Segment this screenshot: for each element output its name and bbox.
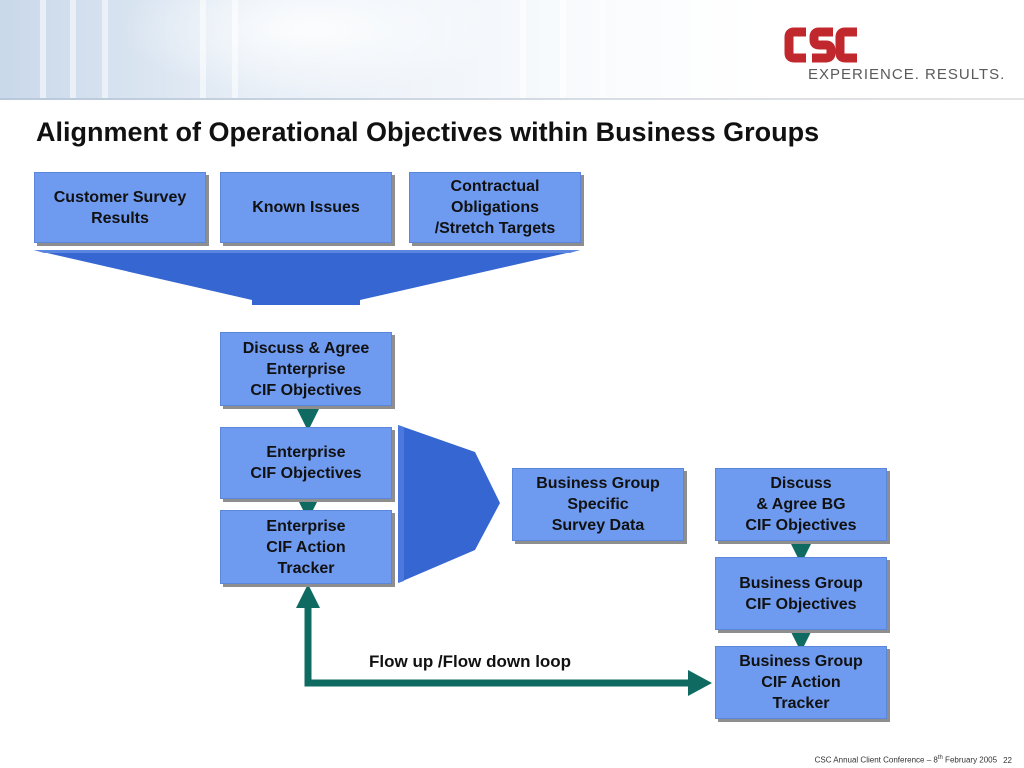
csc-logo	[784, 27, 857, 63]
chevron-arrow-shadow	[398, 425, 404, 583]
business-group-survey-data-box: Business Group Specific Survey Data	[512, 468, 684, 541]
chevron-arrow	[398, 425, 500, 583]
enterprise-action-tracker-box: Enterprise CIF Action Tracker	[220, 510, 392, 584]
loop-right-arrowhead	[688, 670, 712, 696]
footer-ordinal: th	[937, 755, 943, 761]
input-funnel-arrow	[34, 250, 580, 305]
page-number: 22	[1003, 755, 1012, 765]
customer-survey-results-box: Customer Survey Results	[34, 172, 206, 243]
business-group-objectives-box: Business Group CIF Objectives	[715, 557, 887, 630]
footer-text: CSC Annual Client Conference – 8	[814, 755, 938, 765]
logo-tagline: EXPERIENCE. RESULTS.	[808, 66, 1006, 83]
header-banner	[0, 0, 752, 98]
known-issues-box: Known Issues	[220, 172, 392, 243]
contractual-obligations-box: Contractual Obligations /Stretch Targets	[409, 172, 581, 243]
loop-label: Flow up /Flow down loop	[369, 652, 572, 671]
footer: CSC Annual Client Conference – 8th Febru…	[815, 755, 1012, 765]
header-divider	[0, 98, 1024, 100]
page-title: Alignment of Operational Objectives with…	[36, 117, 820, 147]
enterprise-objectives-box: Enterprise CIF Objectives	[220, 427, 392, 499]
footer-date: February 2005	[942, 755, 998, 765]
business-group-action-tracker-box: Business Group CIF Action Tracker	[715, 646, 887, 719]
discuss-agree-bg-box: Discuss & Agree BG CIF Objectives	[715, 468, 887, 541]
input-funnel-highlight	[34, 250, 580, 253]
loop-up-arrowhead	[296, 584, 320, 608]
discuss-agree-enterprise-box: Discuss & Agree Enterprise CIF Objective…	[220, 332, 392, 406]
